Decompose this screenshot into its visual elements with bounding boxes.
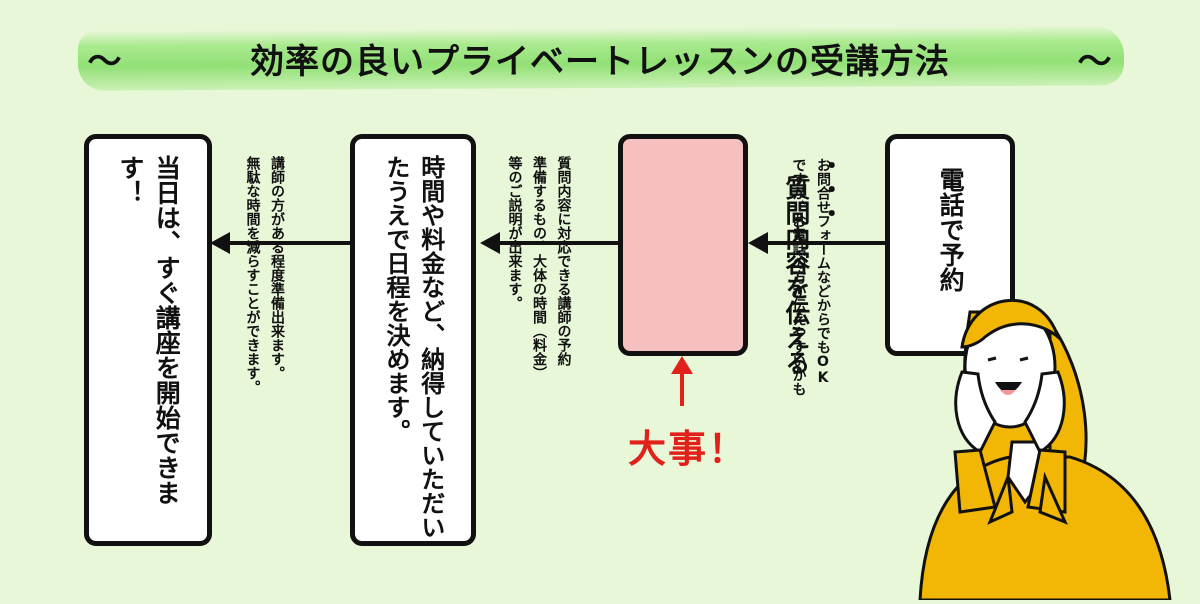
step-box-start-course: 当日は、すぐ講座を開始できます！	[84, 134, 212, 546]
connector-arrowhead-1	[748, 232, 768, 254]
important-arrow-shaft	[680, 372, 684, 406]
important-label: 大事！	[628, 427, 749, 471]
woman-icon	[918, 299, 1172, 602]
page-title: 〜 効率の良いプライベートレッスンの受講方法 〜	[60, 34, 1140, 82]
step-2-text: 質問内容を伝える	[781, 175, 811, 375]
step-4-text: 当日は、すぐ講座を開始できます！	[116, 155, 182, 505]
connector-line-3	[230, 241, 352, 245]
step-box-decide-schedule: 時間や料金など、納得していただい たうえで日程を決めます。	[350, 134, 476, 546]
step-2-note: 質問内容に対応できる講師の予約 準備するもの、大体の時間（料金） 等のご説明が出…	[506, 156, 572, 380]
step-3-note: 講師の方がある程度準備出来ます。 無駄な時間を減らすことができます。	[244, 156, 286, 394]
step-box-tell-questions: ・・・ 質問内容を伝える	[618, 134, 843, 375]
step-1-note: お問合せフォームなどからでもOK ですが、お電話の方が伝えやすいかも	[790, 158, 832, 396]
woman-illustration	[900, 262, 1180, 602]
title-left-tilde: 〜	[87, 41, 123, 82]
step-1-text: 電話で予約	[936, 167, 966, 292]
connector-line-1	[768, 241, 886, 245]
connector-arrowhead-2	[480, 232, 500, 254]
important-arrow-head	[671, 356, 693, 374]
title-text: 効率の良いプライベートレッスンの受講方法	[250, 41, 950, 82]
connector-arrowhead-3	[210, 232, 230, 254]
title-right-tilde: 〜	[1077, 41, 1113, 82]
step-2-dots: ・・・	[815, 153, 844, 225]
connector-line-2	[500, 241, 620, 245]
step-3-text: 時間や料金など、納得していただい たうえで日程を決めます。	[382, 155, 445, 539]
